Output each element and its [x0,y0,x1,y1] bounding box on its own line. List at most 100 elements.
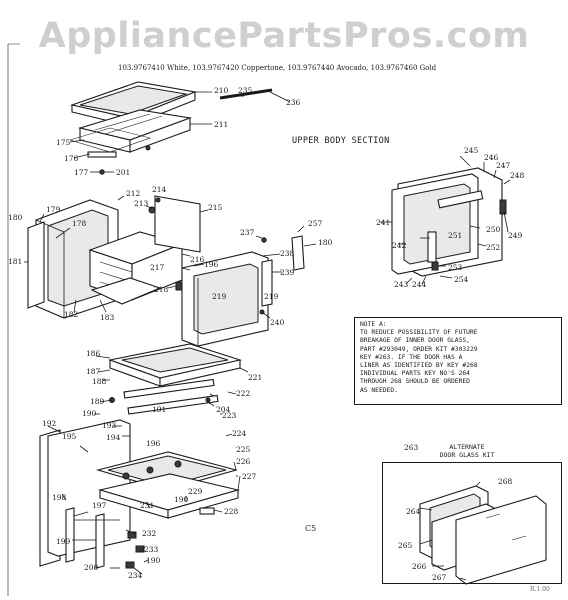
callout-180: 180 [318,238,333,247]
callout-188: 188 [92,377,107,386]
callout-199: 199 [56,537,71,546]
strip-239 [261,259,273,307]
frame-bracket [7,43,20,596]
callout-196: 196 [146,439,161,448]
leader-lines [24,91,511,581]
section-title: UPPER BODY SECTION [292,136,390,146]
callout-197: 197 [92,501,107,510]
callout-190: 190 [174,495,189,504]
callout-211: 211 [214,120,228,129]
callout-232: 232 [142,529,157,538]
handle-249 [499,199,507,215]
part-234 [125,561,135,569]
callout-254: 254 [454,275,469,284]
rack-175 [68,127,152,153]
callout-267: 267 [432,573,447,582]
callout-179: 179 [46,205,61,214]
page-code: C5 [305,524,317,533]
part-204 [205,397,211,403]
callout-263: 263 [404,443,419,452]
callout-192: 192 [42,419,57,428]
callout-245: 245 [464,146,479,155]
callout-183: 183 [100,313,115,322]
upper-door-241 [391,167,507,277]
callout-234: 234 [128,571,143,580]
callout-225: 225 [236,445,251,454]
callout-190: 190 [82,409,97,418]
callout-227: 227 [242,472,257,481]
callout-194: 194 [106,433,121,442]
screw-201 [99,169,105,175]
alternate-kit-box [382,462,562,584]
callout-248: 248 [510,171,525,180]
callout-200: 200 [84,563,99,572]
callout-222: 222 [236,389,251,398]
callout-246: 246 [484,153,499,162]
callout-231: 231 [140,501,154,510]
hinge-253 [431,261,439,271]
alternate-kit-title-line1: ALTERNATE [449,443,485,451]
rail-199 [95,513,105,569]
callout-177: 177 [74,168,89,177]
callout-239: 239 [280,268,295,277]
part-228 [199,507,215,515]
callout-210: 210 [214,86,229,95]
callout-216: 216 [190,255,205,264]
callout-176: 176 [64,154,79,163]
callout-190: 190 [146,556,161,565]
strip-195 [127,394,219,415]
strip-196 [123,378,215,399]
callout-180: 180 [8,213,23,222]
screw-237 [261,237,267,243]
note-line: BREAKAGE OF INNER DOOR GLASS, [360,337,470,345]
callout-264: 264 [406,507,421,516]
callout-217: 217 [150,263,165,272]
callout-198: 198 [52,493,67,502]
callout-219: 219 [264,292,279,301]
strip-257 [291,235,305,271]
callout-195: 195 [62,432,77,441]
callout-178: 178 [72,219,87,228]
callout-201: 201 [116,168,130,177]
callout-187: 187 [86,367,101,376]
note-line: TO REDUCE POSSIBILITY OF FUTURE [360,329,478,337]
callout-223: 223 [222,411,237,420]
callout-250: 250 [486,225,501,234]
callout-243: 243 [394,280,409,289]
note-line: KEY #263. IF THE DOOR HAS A [360,353,463,361]
callout-237: 237 [240,228,255,237]
alternate-kit-title-line2: DOOR GLASS KIT [439,451,495,459]
note-line: LINER AS IDENTIFIED BY KEY #268 [360,362,478,370]
broiler-211 [77,109,193,153]
callout-226: 226 [236,457,251,466]
callout-215: 215 [208,203,223,212]
note-line: THROUGH 268 SHOULD BE ORDERED [360,378,470,386]
callout-219: 219 [212,292,227,301]
callout-218: 218 [154,285,169,294]
callout-249: 249 [508,231,523,240]
note-line: NOTE A: [360,321,387,328]
callout-266: 266 [412,562,427,571]
callout-268: 268 [498,477,513,486]
callout-229: 229 [188,487,203,496]
bracket-176 [87,151,117,158]
screw-small [145,145,151,151]
callout-181: 181 [8,257,22,266]
panel-187 [107,343,243,387]
drawer-227 [95,451,241,519]
watermark: AppliancePartsPros.com [38,16,530,56]
note-line: PART #293049, ORDER KIT #303229 [360,345,478,353]
corner-code: R.1.00 [530,586,550,593]
note-a-box: NOTE A: TO REDUCE POSSIBILITY OF FUTURE … [354,317,562,405]
callout-265: 265 [398,541,413,550]
callout-247: 247 [496,161,511,170]
alternate-kit-title: ALTERNATE DOOR GLASS KIT [432,443,502,459]
callout-251: 251 [448,231,462,240]
callout-224: 224 [232,429,247,438]
bottom-183 [90,277,162,305]
callout-212: 212 [126,189,141,198]
rail-198 [65,507,75,563]
callout-186: 186 [86,349,101,358]
